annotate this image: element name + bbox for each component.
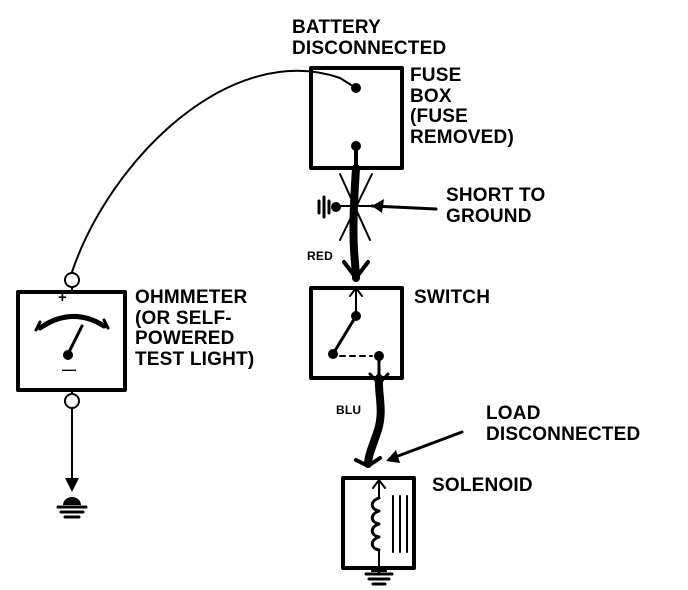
meter-terminal-bottom — [64, 393, 80, 409]
switch-label: SWITCH — [414, 287, 491, 308]
meter-terminal-top — [64, 272, 80, 288]
solenoid-label: SOLENOID — [432, 475, 533, 496]
switch-lever — [331, 314, 358, 356]
meter-plus-sign: + — [58, 289, 67, 306]
test-lead-wire — [71, 69, 357, 273]
load-arrow — [388, 430, 464, 461]
short-to-ground-label: SHORT TO GROUND — [446, 185, 546, 227]
red-wire — [349, 164, 360, 282]
meter-needle — [66, 324, 84, 356]
red-wire-label: RED — [307, 249, 333, 263]
ground-symbol-short — [317, 195, 331, 219]
load-disconnected-label: LOAD DISCONNECTED — [486, 403, 641, 445]
ground-symbol-meter — [56, 505, 88, 519]
blu-wire-label: BLU — [336, 403, 362, 417]
blu-wire — [364, 374, 385, 468]
solenoid-coil — [370, 496, 381, 552]
battery-disconnected-label: BATTERY DISCONNECTED — [292, 17, 447, 59]
meter-scale-arc — [37, 314, 107, 331]
short-starburst — [336, 173, 376, 241]
meter-minus-sign: — — [62, 361, 77, 377]
fuse-box-label: FUSE BOX (FUSE REMOVED) — [410, 65, 514, 148]
fuse-terminal-top — [351, 83, 361, 93]
ohmmeter-label: OHMMETER (OR SELF- POWERED TEST LIGHT) — [135, 287, 255, 370]
